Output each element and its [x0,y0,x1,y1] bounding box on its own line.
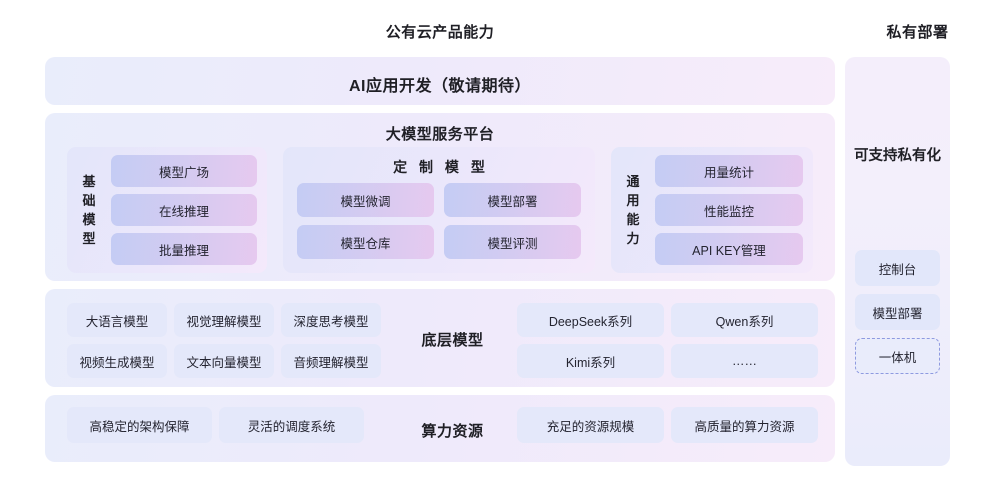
pill-performance-monitoring[interactable]: 性能监控 [655,194,803,226]
private-item-console[interactable]: 控制台 [855,250,940,286]
tile-text-embedding-model[interactable]: 文本向量模型 [174,344,274,378]
tile-high-quality-compute[interactable]: 高质量的算力资源 [671,407,818,443]
vertical-char: 型 [82,231,96,247]
pill-model-evaluation[interactable]: 模型评测 [444,225,581,259]
tile-deepseek-series[interactable]: DeepSeek系列 [517,303,664,337]
foundation-model-group: 基 础 模 型 模型广场 在线推理 批量推理 [67,147,267,273]
pill-online-inference[interactable]: 在线推理 [111,194,257,226]
compute-right-grid: 充足的资源规模 高质量的算力资源 [517,407,818,443]
tile-vision-model[interactable]: 视觉理解模型 [174,303,274,337]
custom-model-group-title: 定 制 模 型 [393,159,489,175]
tile-more-series[interactable]: …… [671,344,818,378]
tile-stable-architecture[interactable]: 高稳定的架构保障 [67,407,212,443]
private-deployment-column-title: 私有部署 [886,24,949,41]
ai-application-label: AI应用开发（敬请期待） [348,78,531,95]
model-service-platform-band: 大模型服务平台 基 础 模 型 模型广场 在线推理 批量推理 定 制 模 型 [45,113,835,281]
compute-resources-label: 算力资源 [421,423,484,440]
general-ability-vertical-label: 通 用 能 力 [611,173,655,248]
base-models-band: 底层模型 大语言模型 视觉理解模型 深度思考模型 视频生成模型 文本向量模型 音… [45,289,835,387]
private-item-model-deployment[interactable]: 模型部署 [855,294,940,330]
private-deployment-column: 可支持私有化 控制台 模型部署 一体机 [845,57,950,466]
tile-sufficient-resources[interactable]: 充足的资源规模 [517,407,664,443]
custom-model-group: 定 制 模 型 模型微调 模型部署 模型仓库 模型评测 [283,147,595,273]
vertical-char: 力 [626,231,640,247]
pill-usage-statistics[interactable]: 用量统计 [655,155,803,187]
tile-kimi-series[interactable]: Kimi系列 [517,344,664,378]
tile-llm[interactable]: 大语言模型 [67,303,167,337]
private-item-appliance[interactable]: 一体机 [855,338,940,374]
public-cloud-column: AI应用开发（敬请期待） 大模型服务平台 基 础 模 型 模型广场 在线推理 批… [45,57,835,462]
tile-video-generation-model[interactable]: 视频生成模型 [67,344,167,378]
base-models-family-grid: DeepSeek系列 Qwen系列 Kimi系列 …… [517,303,818,378]
vertical-char: 用 [626,192,640,208]
compute-resources-band: 算力资源 高稳定的架构保障 灵活的调度系统 充足的资源规模 高质量的算力资源 [45,395,835,462]
pill-api-key-management[interactable]: API KEY管理 [655,233,803,265]
general-ability-group: 通 用 能 力 用量统计 性能监控 API KEY管理 [611,147,813,273]
pill-model-finetune[interactable]: 模型微调 [297,183,434,217]
vertical-char: 础 [82,192,96,208]
tile-reasoning-model[interactable]: 深度思考模型 [281,303,381,337]
compute-left-grid: 高稳定的架构保障 灵活的调度系统 [67,407,364,443]
private-deployment-headline: 可支持私有化 [854,148,941,164]
base-models-label: 底层模型 [421,332,484,349]
pill-model-plaza[interactable]: 模型广场 [111,155,257,187]
tile-qwen-series[interactable]: Qwen系列 [671,303,818,337]
base-models-capability-grid: 大语言模型 视觉理解模型 深度思考模型 视频生成模型 文本向量模型 音频理解模型 [67,303,381,378]
general-ability-item-list: 用量统计 性能监控 API KEY管理 [655,147,813,273]
vertical-char: 基 [82,173,96,189]
public-cloud-column-title: 公有云产品能力 [385,24,495,41]
vertical-char: 通 [626,173,640,189]
custom-model-item-grid: 模型微调 模型部署 模型仓库 模型评测 [297,183,581,259]
foundation-model-item-list: 模型广场 在线推理 批量推理 [111,147,267,273]
pill-batch-inference[interactable]: 批量推理 [111,233,257,265]
vertical-char: 模 [82,212,96,227]
model-service-platform-label: 大模型服务平台 [385,126,495,143]
tile-audio-model[interactable]: 音频理解模型 [281,344,381,378]
foundation-model-vertical-label: 基 础 模 型 [67,173,111,248]
ai-application-band[interactable]: AI应用开发（敬请期待） [45,57,835,105]
vertical-char: 能 [626,212,640,227]
pill-model-repository[interactable]: 模型仓库 [297,225,434,259]
tile-flexible-scheduling[interactable]: 灵活的调度系统 [219,407,364,443]
pill-model-deploy[interactable]: 模型部署 [444,183,581,217]
